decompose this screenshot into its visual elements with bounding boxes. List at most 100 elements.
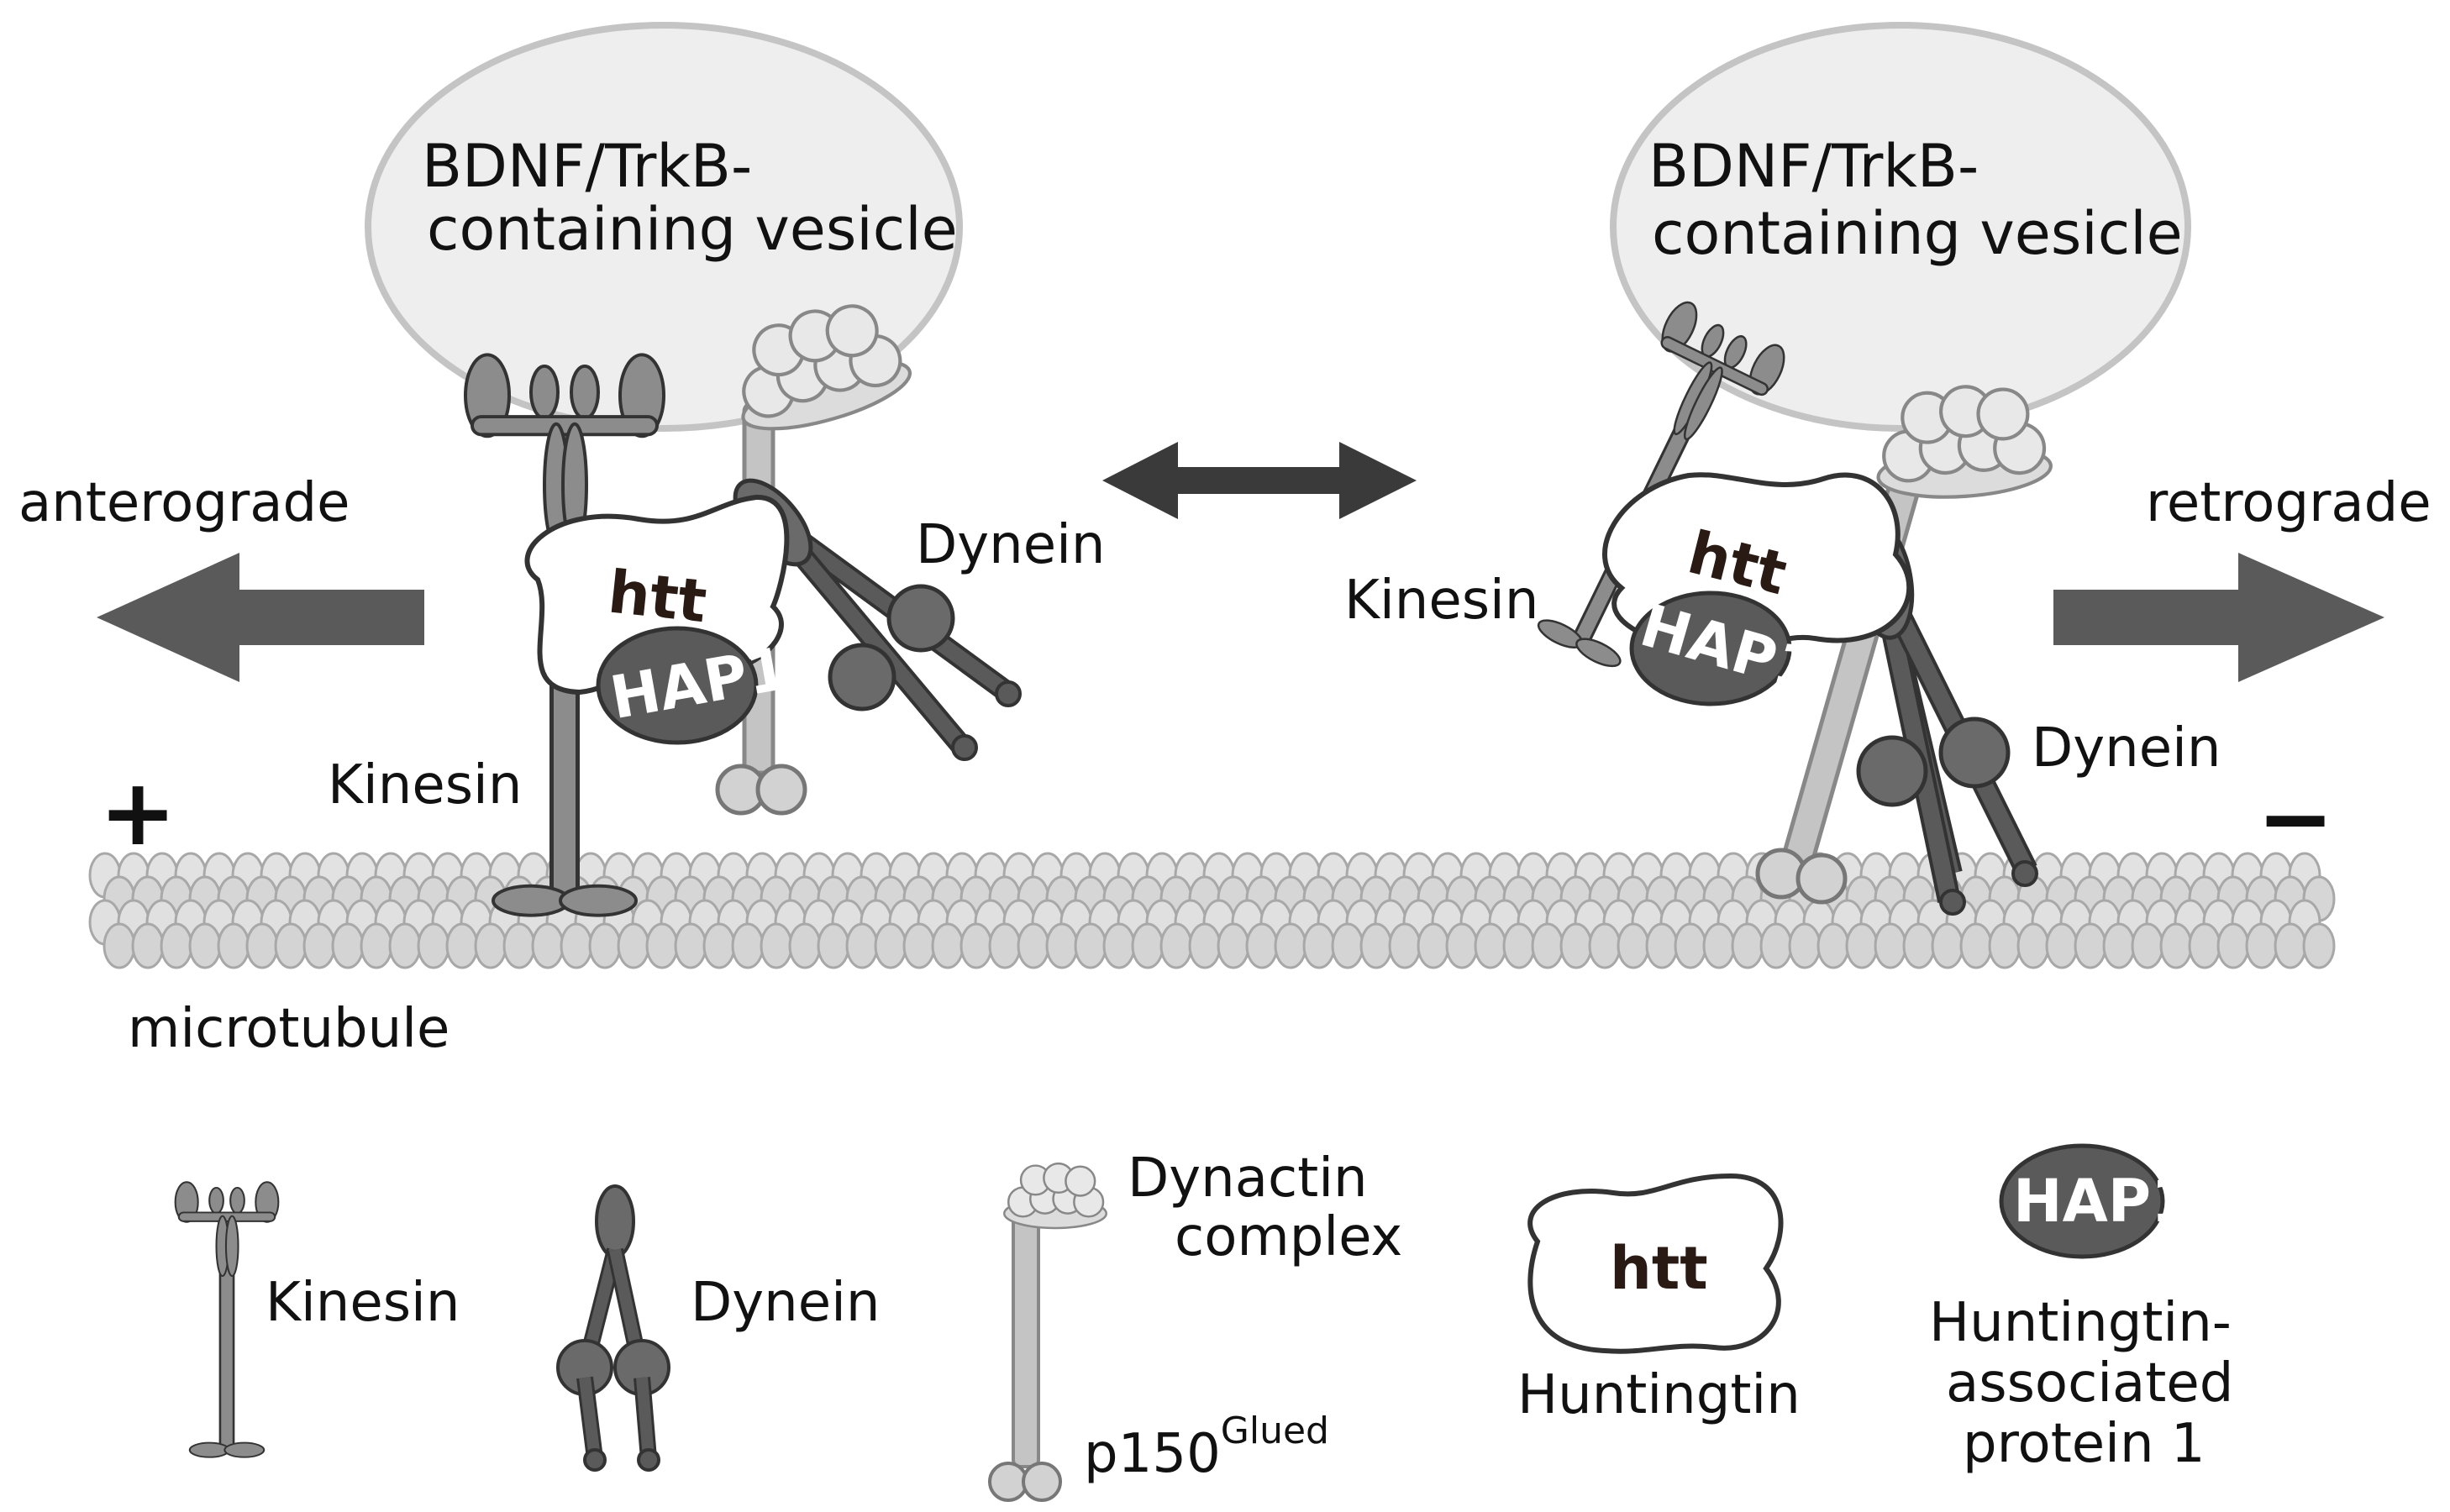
- tubulin-subunit: [1731, 922, 1764, 969]
- tubulin-subunit: [817, 922, 850, 969]
- tubulin-subunit: [274, 922, 308, 969]
- legend-htt-label: htt: [1610, 1234, 1708, 1303]
- tubulin-subunit: [617, 922, 650, 969]
- plus-end-sign: +: [99, 759, 176, 866]
- tubulin-subunit: [845, 922, 879, 969]
- tubulin-subunit: [188, 922, 222, 969]
- legend-dynein-label: Dynein: [691, 1272, 880, 1334]
- tubulin-subunit: [2274, 922, 2307, 969]
- legend-kinesin-label: Kinesin: [266, 1272, 460, 1334]
- tubulin-subunit: [2302, 922, 2336, 969]
- tubulin-subunit: [131, 922, 165, 969]
- tubulin-subunit: [1674, 922, 1707, 969]
- tubulin-subunit: [1702, 922, 1736, 969]
- transition-double-arrow: [1102, 442, 1417, 519]
- tubulin-subunit: [1531, 922, 1564, 969]
- tubulin-subunit: [103, 922, 136, 969]
- dynein-right: [1849, 519, 2038, 916]
- tubulin-subunit: [959, 922, 993, 969]
- tubulin-subunit: [1331, 922, 1364, 969]
- tubulin-subunit: [1045, 922, 1079, 969]
- vesicle-left-label-line2: containing vesicle: [427, 195, 958, 264]
- legend-hap1-name-line1: Huntingtin-: [1929, 1292, 2232, 1354]
- tubulin-subunit: [1874, 922, 1907, 969]
- tubulin-subunit: [1588, 922, 1622, 969]
- tubulin-subunit: [502, 922, 536, 969]
- retrograde-label: retrograde: [2146, 472, 2432, 534]
- tubulin-subunit: [1102, 922, 1136, 969]
- tubulin-subunit: [160, 922, 193, 969]
- tubulin-subunit: [2016, 922, 2050, 969]
- retrograde-arrow: [2053, 553, 2384, 682]
- tubulin-subunit: [388, 922, 422, 969]
- tubulin-subunit: [2131, 922, 2164, 969]
- tubulin-subunit: [2159, 922, 2193, 969]
- tubulin-subunit: [1845, 922, 1879, 969]
- tubulin-subunit: [1474, 922, 1507, 969]
- legend-hap1-label: HAP1: [2013, 1167, 2192, 1236]
- tubulin-subunit: [1645, 922, 1679, 969]
- vesicle-right: [1610, 22, 2191, 432]
- tubulin-subunit: [731, 922, 765, 969]
- legend-p150-label: p150Glued: [1084, 1410, 1329, 1485]
- tubulin-subunit: [1931, 922, 1964, 969]
- anterograde-label: anterograde: [18, 472, 350, 534]
- dynein-right-label: Dynein: [2032, 717, 2221, 780]
- htt-left-label: htt: [605, 557, 710, 636]
- legend-dynein-glyph: [556, 1184, 670, 1472]
- tubulin-subunit: [760, 922, 793, 969]
- vesicle-right-label-line1: BDNF/TrkB-: [1648, 132, 1979, 201]
- tubulin-subunit: [560, 922, 593, 969]
- tubulin-subunit: [1359, 922, 1393, 969]
- legend-dynactin-glyph: [988, 1162, 1108, 1502]
- kinesin-left-label: Kinesin: [328, 754, 522, 816]
- tubulin-subunit: [1131, 922, 1165, 969]
- tubulin-subunit: [1816, 922, 1850, 969]
- tubulin-subunit: [417, 922, 450, 969]
- tubulin-subunit: [217, 922, 250, 969]
- anterograde-arrow: [97, 553, 424, 682]
- tubulin-subunit: [1302, 922, 1336, 969]
- legend-huntingtin-label: Huntingtin: [1517, 1364, 1801, 1426]
- tubulin-subunit: [1388, 922, 1422, 969]
- legend-hap1-glyph: [1999, 1143, 2165, 1259]
- tubulin-subunit: [674, 922, 707, 969]
- tubulin-subunit: [1188, 922, 1222, 969]
- dynein-left: [733, 478, 1022, 761]
- tubulin-subunit: [2245, 922, 2279, 969]
- tubulin-subunit: [988, 922, 1022, 969]
- tubulin-subunit: [474, 922, 507, 969]
- tubulin-subunit: [931, 922, 965, 969]
- hap1-right: [1629, 591, 1792, 706]
- legend-hap1-name-line2: associated: [1946, 1352, 2233, 1415]
- tubulin-subunit: [1759, 922, 1793, 969]
- microtubule-label: microtubule: [128, 998, 450, 1060]
- tubulin-subunit: [874, 922, 907, 969]
- dynein-left-label: Dynein: [916, 514, 1105, 576]
- minus-end-sign: −: [2257, 764, 2334, 872]
- tubulin-subunit: [1902, 922, 1936, 969]
- vesicle-right-label-line2: containing vesicle: [1652, 199, 2183, 268]
- legend-htt-glyph: [1527, 1173, 1784, 1354]
- kinesin-right-label: Kinesin: [1344, 570, 1538, 632]
- tubulin-subunit: [1788, 922, 1822, 969]
- tubulin-subunit: [2188, 922, 2221, 969]
- tubulin-subunit: [1959, 922, 1993, 969]
- tubulin-subunit: [1274, 922, 1307, 969]
- vesicle-left-label-line1: BDNF/TrkB-: [422, 132, 752, 201]
- tubulin-subunit: [2102, 922, 2136, 969]
- tubulin-subunit: [245, 922, 279, 969]
- tubulin-subunit: [1217, 922, 1250, 969]
- tubulin-subunit: [360, 922, 393, 969]
- tubulin-subunit: [1502, 922, 1536, 969]
- tubulin-subunit: [1445, 922, 1479, 969]
- tubulin-subunit: [645, 922, 679, 969]
- legend-kinesin-glyph: [176, 1182, 279, 1457]
- legend-dynactin-label-line2: complex: [1175, 1206, 1402, 1268]
- tubulin-subunit: [445, 922, 479, 969]
- tubulin-subunit: [1617, 922, 1650, 969]
- tubulin-subunit: [531, 922, 565, 969]
- tubulin-subunit: [1159, 922, 1193, 969]
- tubulin-subunit: [1988, 922, 2022, 969]
